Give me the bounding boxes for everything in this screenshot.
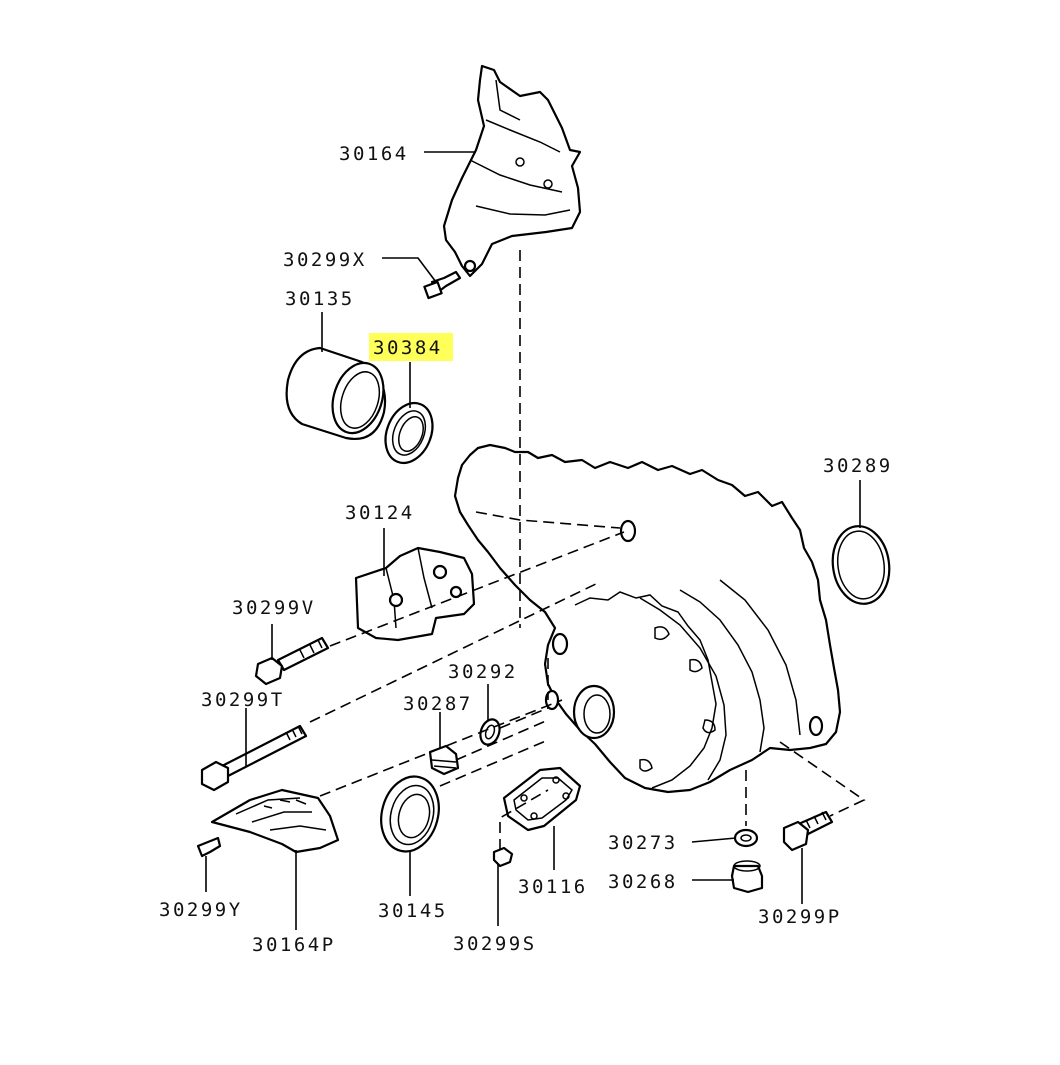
label-30164P[interactable]: 30164P: [252, 934, 336, 956]
part-30299P-bolt: [782, 810, 834, 852]
part-30299S-bolt: [492, 846, 514, 868]
part-30289-o-ring: [831, 525, 891, 605]
label-30135[interactable]: 30135: [285, 288, 355, 310]
highlight-marker: [369, 333, 453, 361]
part-30164-cover: [442, 64, 582, 278]
label-30299P[interactable]: 30299P: [758, 906, 842, 928]
part-30124-bracket: [354, 546, 476, 642]
label-30268[interactable]: 30268: [608, 871, 678, 893]
part-30116-gasket: [502, 766, 582, 832]
part-30299X-bolt: [423, 270, 462, 300]
callout-labels: 30164 30299X 30135 30384 30289 30124 302…: [159, 143, 893, 956]
part-30273-washer: [733, 828, 759, 848]
label-30287[interactable]: 30287: [403, 693, 473, 715]
label-30299S[interactable]: 30299S: [453, 933, 537, 955]
label-30384[interactable]: 30384: [373, 337, 443, 359]
part-30299V-bolt: [254, 636, 330, 686]
part-30135-sleeve: [285, 346, 387, 441]
part-30384-oil-seal: [384, 401, 434, 465]
assembly-lines: [309, 250, 866, 850]
label-30292[interactable]: 30292: [448, 661, 518, 683]
part-30268-plug: [730, 860, 764, 894]
part-30299Y-bolt: [196, 836, 222, 858]
part-30299T-bolt: [200, 724, 308, 792]
label-30299T[interactable]: 30299T: [201, 689, 285, 711]
label-30164[interactable]: 30164: [339, 143, 409, 165]
part-30164P-cover: [210, 788, 340, 854]
transmission-case: [453, 443, 842, 794]
part-30287-plug: [428, 744, 460, 776]
label-30273[interactable]: 30273: [608, 832, 678, 854]
label-30289[interactable]: 30289: [823, 455, 893, 477]
label-30124[interactable]: 30124: [345, 502, 415, 524]
label-30299Y[interactable]: 30299Y: [159, 899, 243, 921]
label-30299X[interactable]: 30299X: [283, 249, 367, 271]
leader-lines: [205, 151, 861, 930]
part-30145-seal: [380, 775, 440, 853]
label-30116[interactable]: 30116: [518, 876, 588, 898]
label-30145[interactable]: 30145: [378, 900, 448, 922]
label-30299V[interactable]: 30299V: [232, 597, 316, 619]
